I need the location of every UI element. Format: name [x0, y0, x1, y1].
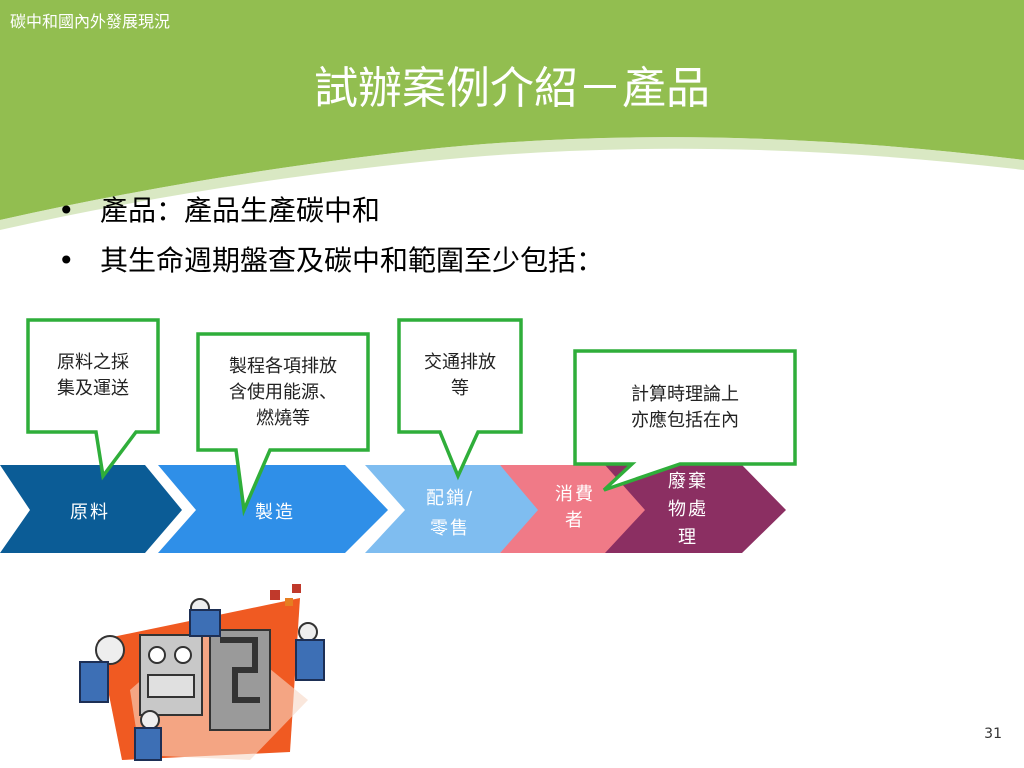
chevron-label: 原料 — [70, 502, 110, 523]
chevron-label: 消費者 — [555, 484, 595, 531]
callout-text: 製程各項排放 含使用能源、 燃燒等 — [229, 356, 337, 429]
callout-text: 計算時理論上 亦應包括在內 — [631, 384, 739, 431]
page-title: 試辦案例介紹－產品 — [314, 63, 710, 114]
breadcrumb: 碳中和國內外發展現況 — [10, 12, 171, 31]
bullet-dot-icon: • — [58, 244, 75, 277]
bullet-list: • 產品：產品生產碳中和 • 其生命週期盤查及碳中和範圍至少包括： — [58, 186, 604, 286]
chevron-raw-material — [0, 465, 182, 553]
bullet-item: • 其生命週期盤查及碳中和範圍至少包括： — [58, 236, 604, 286]
chevron-label: 配銷/ 零售 — [425, 488, 475, 539]
chevron-label: 廢棄物處理 — [668, 471, 708, 548]
chevron-distribution — [365, 465, 542, 553]
bullet-item: • 產品：產品生產碳中和 — [58, 186, 604, 236]
header-banner — [0, 0, 1024, 230]
callout-text: 交通排放 等 — [424, 352, 496, 399]
factory-workers-clipart — [79, 584, 325, 761]
chevron-label: 製造 — [255, 502, 295, 523]
process-chevrons — [0, 465, 786, 553]
bullet-text: 其生命週期盤查及碳中和範圍至少包括： — [100, 244, 605, 277]
callout-text: 原料之採 集及運送 — [57, 352, 129, 399]
bullet-dot-icon: • — [58, 194, 75, 227]
bullet-text: 產品：產品生產碳中和 — [100, 194, 381, 227]
page-number: 31 — [984, 726, 1002, 742]
